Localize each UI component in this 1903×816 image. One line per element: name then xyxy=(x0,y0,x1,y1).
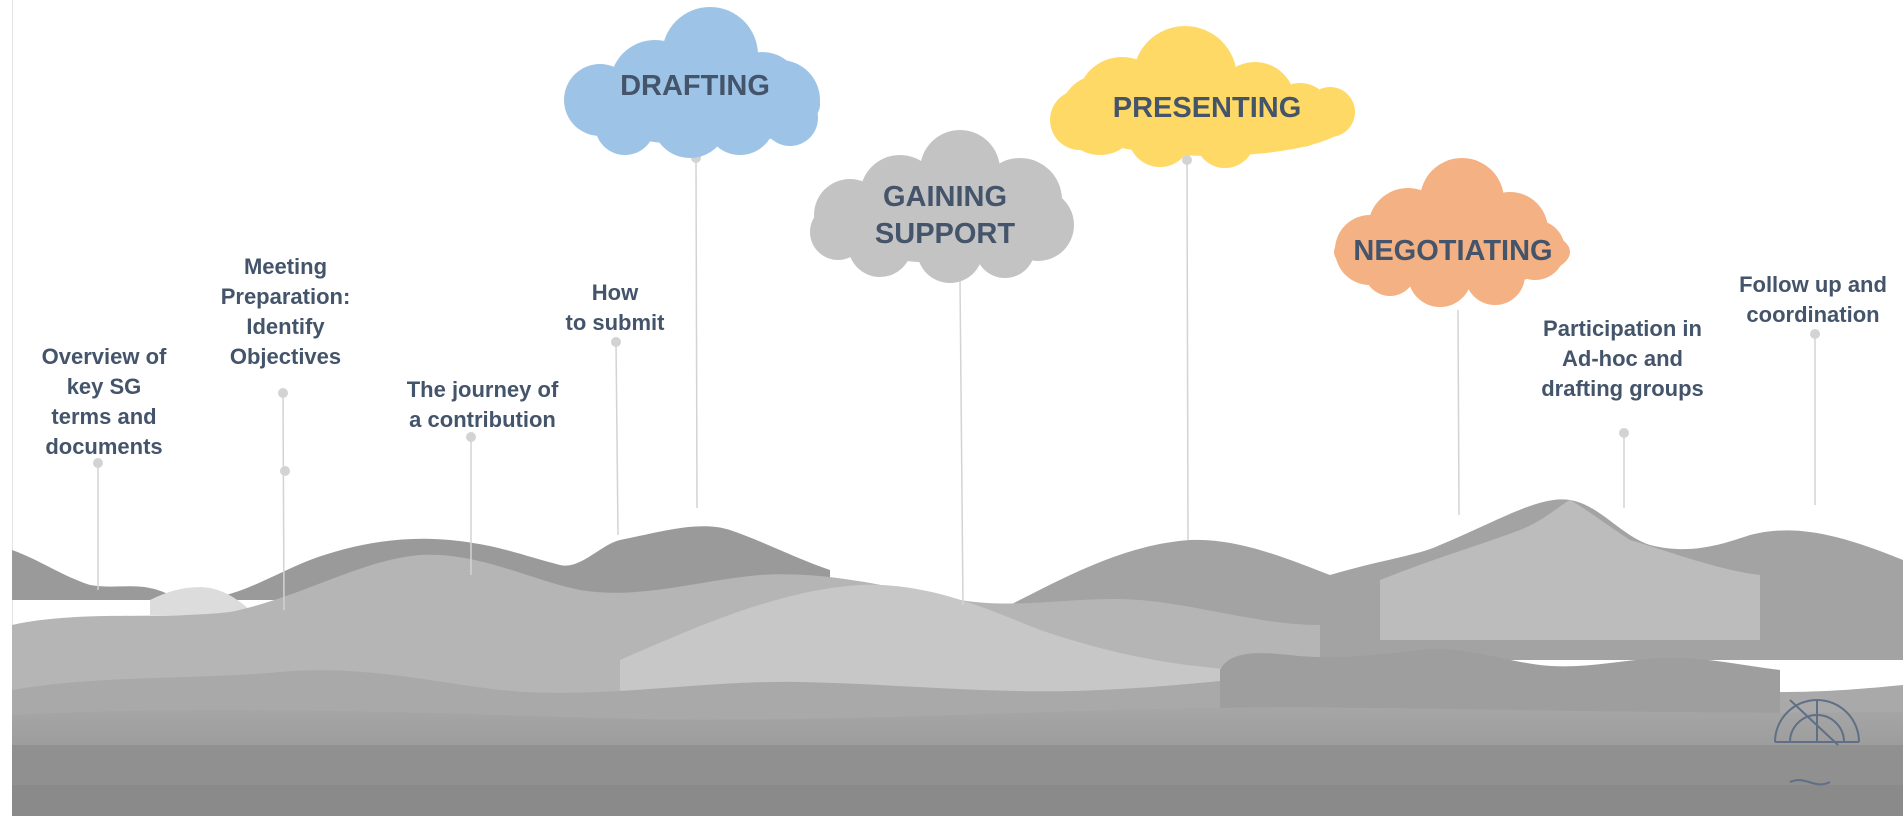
step-follow-up: Follow up and coordination xyxy=(1739,272,1887,327)
step-journey: The journey of a contribution xyxy=(406,377,559,432)
cloud-label-drafting: DRAFTING xyxy=(620,70,770,102)
cloud-label-negotiating: NEGOTIATING xyxy=(1353,235,1552,267)
hill-highlight xyxy=(620,584,1240,700)
cloud-presenting: PRESENTING xyxy=(1050,26,1355,168)
cloud-drafting: DRAFTING xyxy=(564,7,820,158)
cloud-shape xyxy=(1050,26,1355,168)
step-overview: Overview of key SG terms and documents xyxy=(41,344,167,459)
cloud-label-presenting: PRESENTING xyxy=(1113,92,1302,124)
cloud-label-gaining-line2: SUPPORT xyxy=(875,218,1015,250)
step-meeting-preparation: Meeting Preparation: Identify Objectives xyxy=(220,254,351,369)
pins xyxy=(93,153,1820,611)
cloud-label-gaining-line1: GAINING xyxy=(883,181,1007,213)
globe-logo xyxy=(1774,699,1860,786)
cloud-shape xyxy=(564,7,820,158)
left-border xyxy=(12,0,13,780)
cloud-negotiating: NEGOTIATING xyxy=(1334,158,1570,307)
mountain-landscape xyxy=(12,499,1903,816)
hill-peak-right xyxy=(1380,500,1760,640)
step-how-to-submit: How to submit xyxy=(565,280,665,335)
hill-light-left xyxy=(150,587,255,615)
cloud-shape xyxy=(810,130,1074,283)
cloud-gaining-support: GAINING SUPPORT xyxy=(810,130,1074,283)
step-adhoc-groups: Participation in Ad-hoc and drafting gro… xyxy=(1541,316,1704,401)
ground-band-lower xyxy=(12,785,1903,816)
hill-rocky xyxy=(1220,648,1780,720)
cloud-shape xyxy=(1334,158,1570,307)
